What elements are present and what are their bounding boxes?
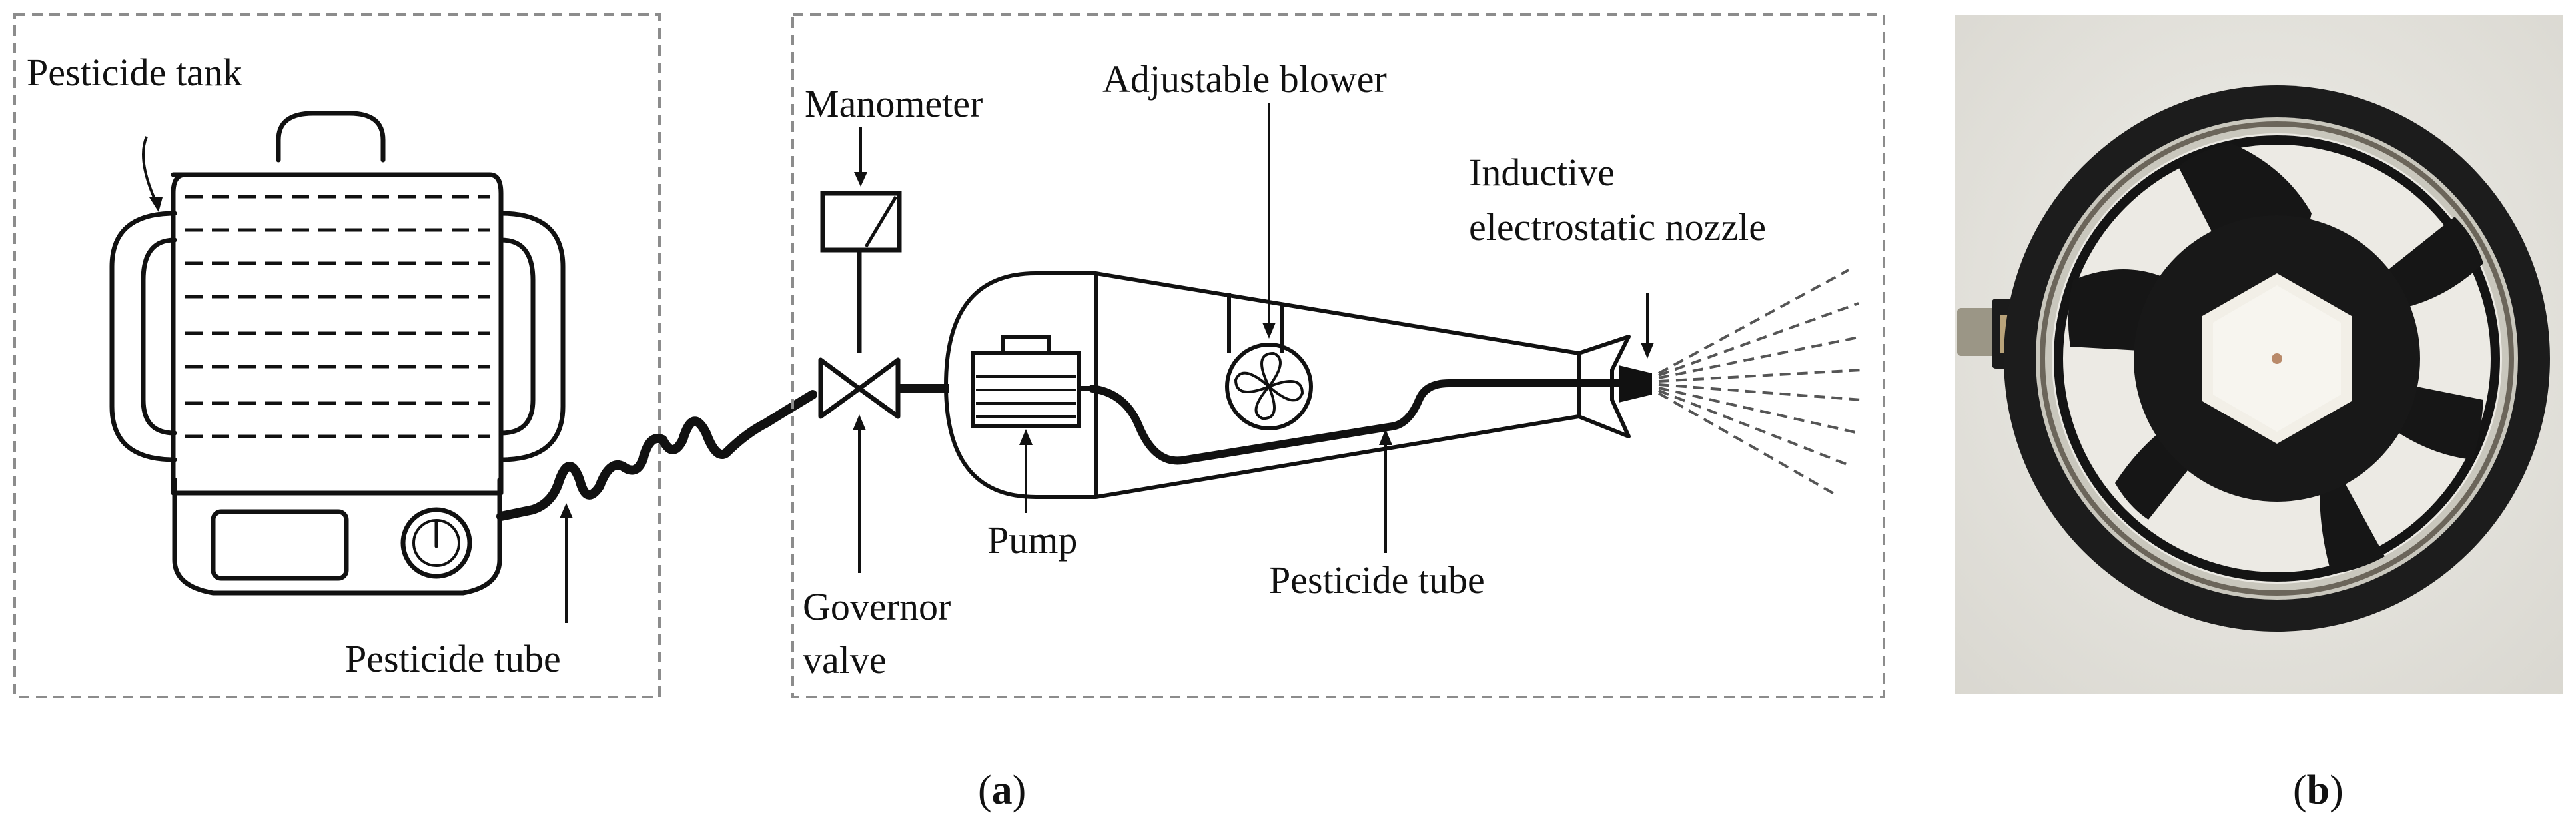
pump-arrowhead — [1019, 429, 1033, 445]
adjustable-blower-label: Adjustable blower — [1102, 57, 1387, 101]
manometer-arrowhead — [854, 172, 867, 187]
governor-valve — [818, 357, 901, 419]
caption-a-letter: a — [992, 768, 1013, 813]
caption-a: (a) — [978, 768, 1026, 813]
pesticide-tube-right-label: Pesticide tube — [1269, 558, 1485, 602]
electrostatic-nozzle-tip — [1619, 365, 1652, 403]
internal-pesticide-tube — [1088, 379, 1639, 465]
pump-label: Pump — [987, 518, 1077, 562]
left-dashed-box — [13, 13, 661, 698]
governor-valve-label-line2: valve — [803, 638, 887, 682]
right-dashed-box — [791, 13, 1885, 698]
manometer-label: Manometer — [805, 82, 983, 125]
valve-arrowhead — [853, 414, 866, 430]
caption-a-open: ( — [978, 768, 992, 813]
blower-arrowhead — [1262, 323, 1276, 339]
manometer — [820, 191, 902, 353]
adjustable-blower — [1225, 293, 1313, 430]
nozzle-label-line1: Inductive — [1469, 151, 1615, 194]
nozzle-arrowhead — [1641, 343, 1654, 359]
pesticide-tube-left-label: Pesticide tube — [345, 637, 561, 680]
tank-arrowhead — [149, 197, 163, 212]
tank-label-arrow — [142, 136, 158, 204]
caption-b-open: ( — [2293, 768, 2307, 813]
spray-pattern — [1658, 269, 1863, 498]
nozzle-label-line2: electrostatic nozzle — [1469, 205, 1766, 249]
pesticide-tank-label: Pesticide tank — [27, 51, 242, 94]
caption-b-letter: b — [2307, 768, 2330, 813]
pesticide-tank — [109, 111, 566, 596]
governor-valve-label-line1: Governor — [803, 585, 951, 628]
caption-a-close: ) — [1013, 768, 1027, 813]
tank-liquid-levels — [185, 195, 490, 438]
caption-b-close: ) — [2330, 768, 2344, 813]
tube-left-arrowhead — [560, 503, 573, 518]
coiled-pesticide-tube — [496, 390, 817, 521]
caption-b: (b) — [2293, 768, 2344, 813]
pump — [971, 335, 1092, 428]
nozzle-photo — [1955, 15, 2563, 694]
tube-right-arrowhead — [1379, 429, 1392, 445]
